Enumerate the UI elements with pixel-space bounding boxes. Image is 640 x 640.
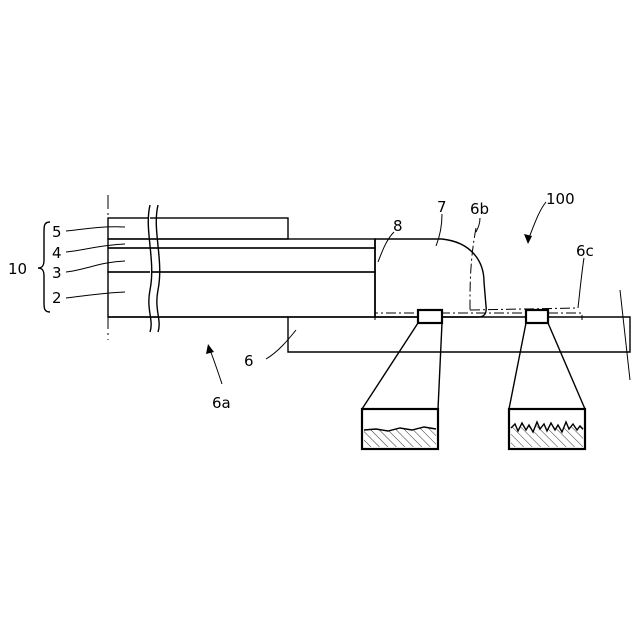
layer-5 <box>108 218 288 239</box>
proj-left-a <box>362 323 418 409</box>
proj-right-a <box>509 323 526 409</box>
label-10: 10 <box>8 260 27 278</box>
leader-3 <box>66 261 125 272</box>
leader-6 <box>266 330 296 359</box>
label-6c: 6c <box>576 242 594 260</box>
right-break-line <box>620 290 630 380</box>
leader-2 <box>66 292 125 298</box>
boundary-6b <box>470 228 476 312</box>
proj-right-b <box>548 323 585 409</box>
leader-8 <box>378 232 394 262</box>
leader-5 <box>66 227 125 231</box>
label-6b: 6b <box>470 200 489 218</box>
label-7: 7 <box>437 198 447 216</box>
enlarged-detail-left <box>362 409 438 449</box>
leader-7 <box>436 214 442 246</box>
brace-10 <box>38 222 50 312</box>
label-2: 2 <box>52 289 62 307</box>
label-4: 4 <box>52 244 62 262</box>
layer-2 <box>108 272 375 317</box>
arrow-100 <box>524 202 546 244</box>
label-6a: 6a <box>212 394 231 412</box>
arrow-6a <box>206 344 222 384</box>
detail-box-left <box>418 310 442 323</box>
leader-6c <box>578 258 584 308</box>
label-6: 6 <box>244 352 254 370</box>
label-8: 8 <box>393 217 403 235</box>
label-5: 5 <box>52 223 62 241</box>
base-member-6 <box>288 317 630 352</box>
label-100: 100 <box>546 190 575 208</box>
enlarged-detail-right <box>509 409 585 449</box>
break-wave-2 <box>156 205 159 332</box>
layer-4 <box>108 239 375 248</box>
detail-box-right <box>526 310 548 323</box>
label-3: 3 <box>52 264 62 282</box>
proj-left-b <box>438 323 442 409</box>
layer-3 <box>108 248 375 272</box>
leader-6b <box>476 218 480 232</box>
